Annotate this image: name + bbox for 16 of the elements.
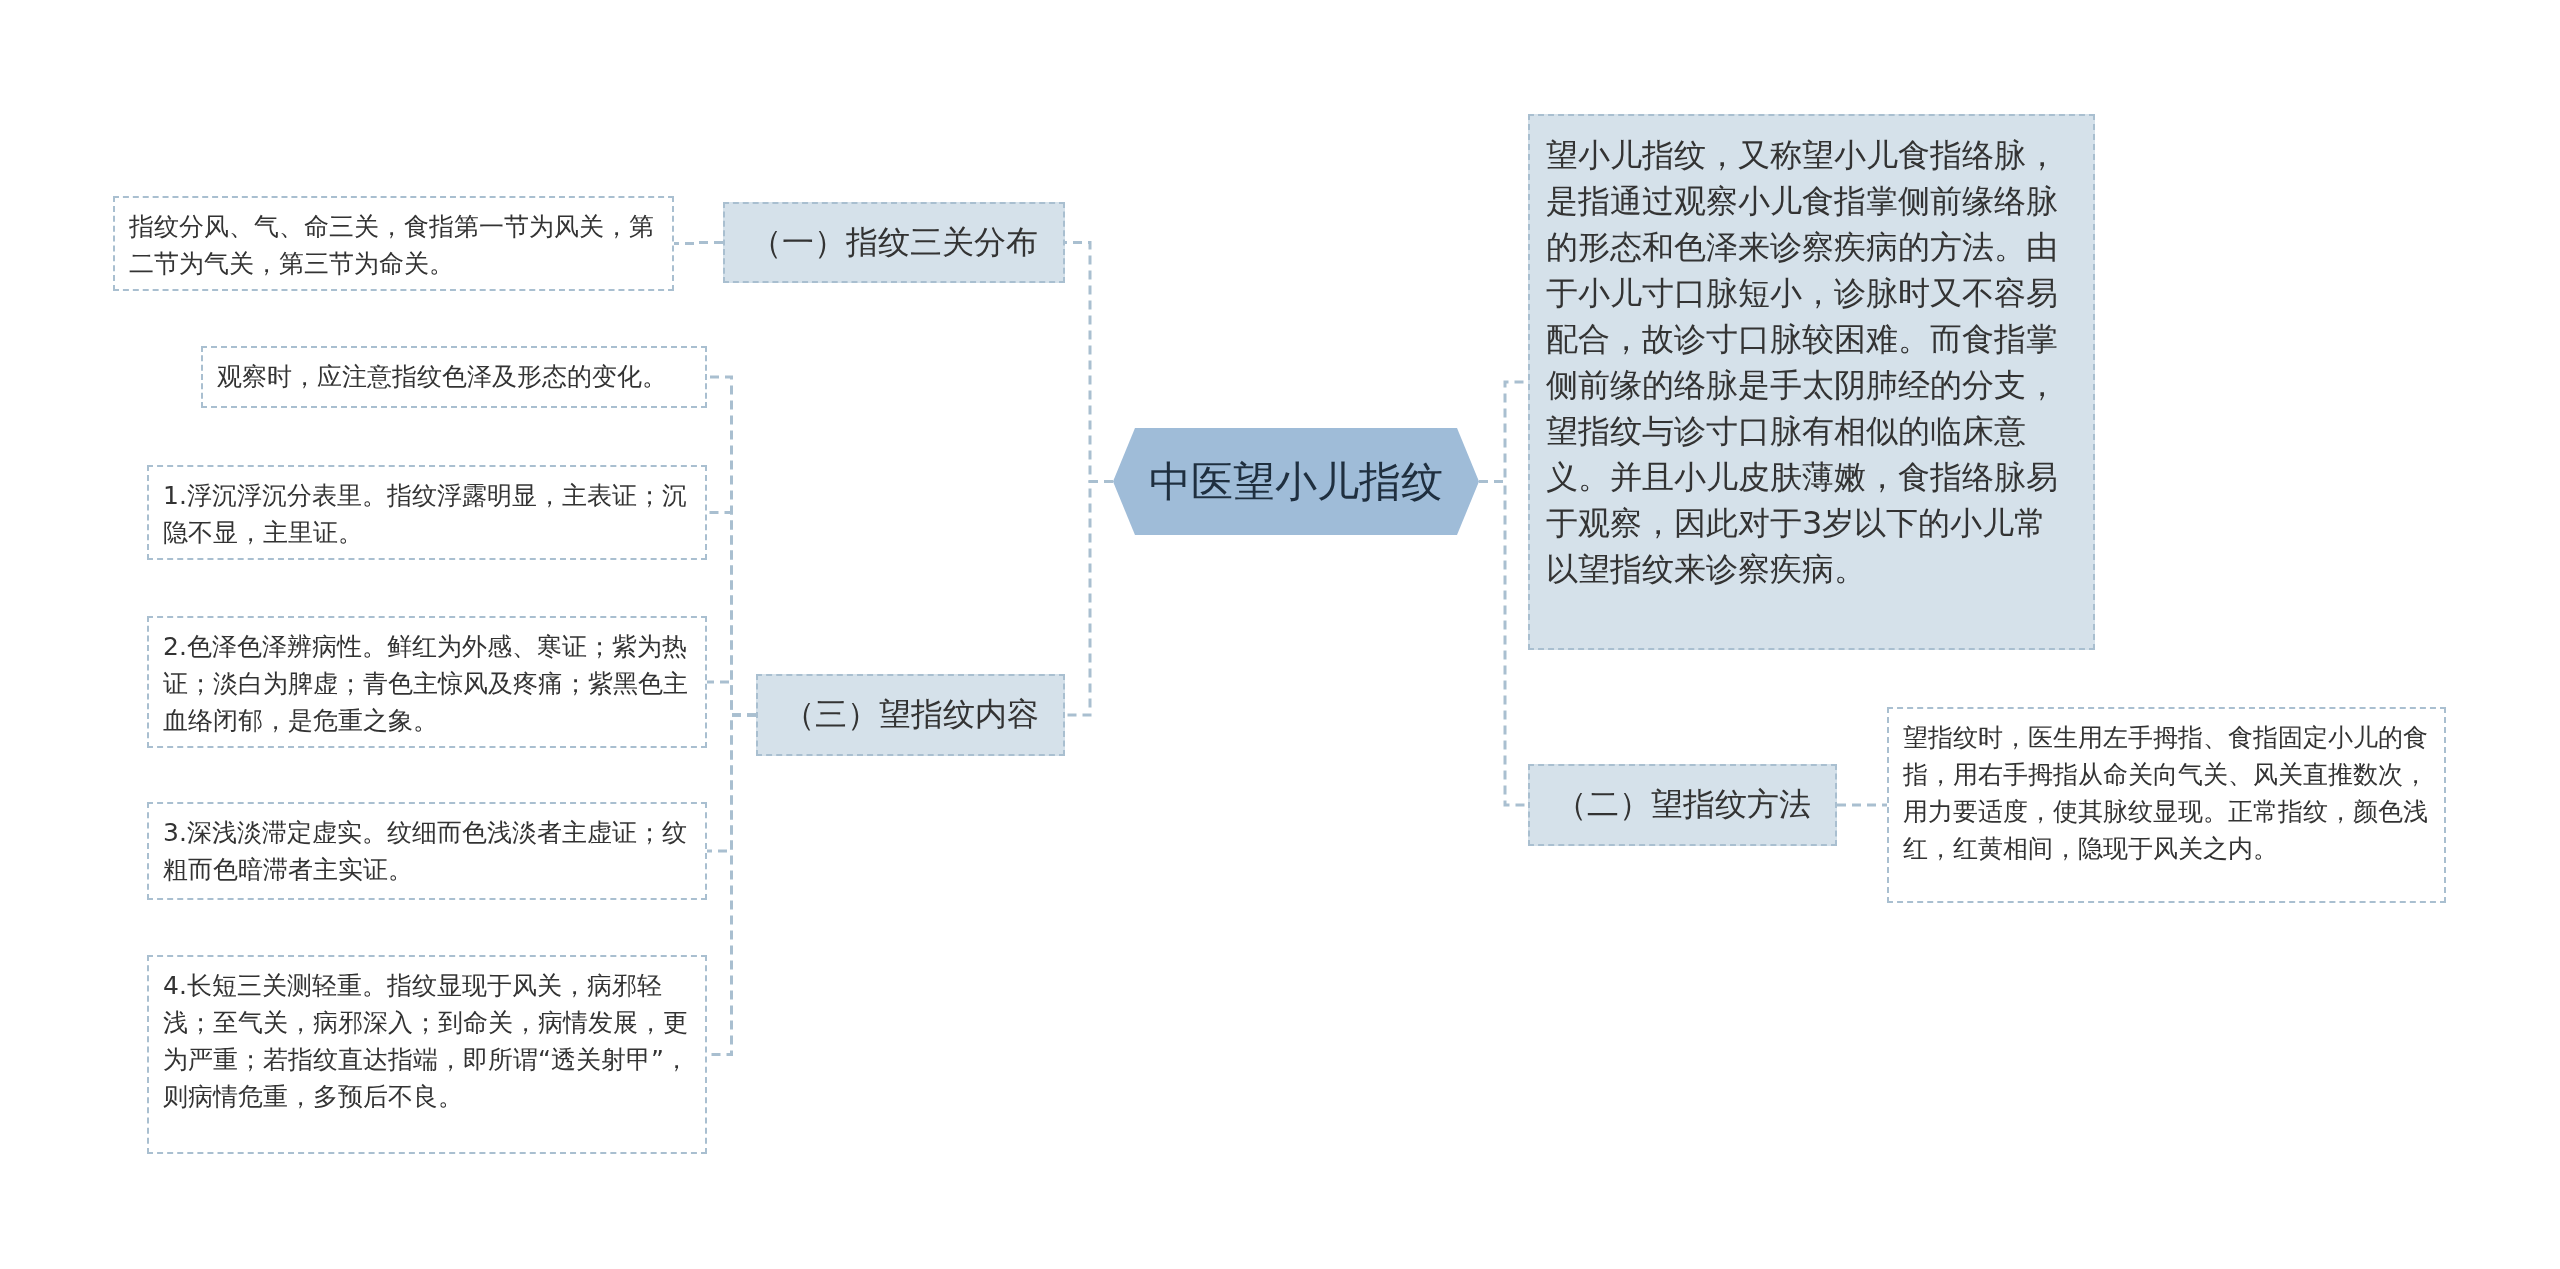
summary-box: 望小儿指纹，又称望小儿食指络脉，是指通过观察小儿食指掌侧前缘络脉的形态和色泽来诊察疾病的方法。由于小儿寸口脉短小，诊脉时又不容易配合，故诊寸口脉较困难。而食指掌侧前缘的络脉是手太阴肺经的分支，望指纹与诊寸口脉有相似的临床意义。并且小儿皮肤薄嫩，食指络脉易于观察，因此对于3岁以下的小儿常以望指纹来诊察疾病。 xyxy=(1528,114,2095,650)
connector xyxy=(1837,803,1887,807)
connector xyxy=(1479,480,1528,807)
note-box: 指纹分风、气、命三关，食指第一节为风关，第二节为气关，第三节为命关。 xyxy=(113,196,674,291)
connector xyxy=(674,241,723,245)
note-box: 观察时，应注意指纹色泽及形态的变化。 xyxy=(201,346,707,408)
topic-box: （二）望指纹方法 xyxy=(1528,764,1837,846)
note-box: 2.色泽色泽辨病性。鲜红为外感、寒证；紫为热证；淡白为脾虚；青色主惊风及疼痛；紫黑色主血络闭郁，是危重之象。 xyxy=(147,616,707,748)
note-box: 1.浮沉浮沉分表里。指纹浮露明显，主表证；沉隐不显，主里证。 xyxy=(147,465,707,560)
note-box: 4.长短三关测轻重。指纹显现于风关，病邪轻浅；至气关，病邪深入；到命关，病情发展，更为严重；若指纹直达指端，即所谓“透关射甲”，则病情危重，多预后不良。 xyxy=(147,955,707,1154)
connector xyxy=(1065,480,1113,717)
central-topic: 中医望小儿指纹 xyxy=(1113,428,1479,535)
note-box: 望指纹时，医生用左手拇指、食指固定小儿的食指，用右手拇指从命关向气关、风关直推数次，用力要适度，使其脉纹显现。正常指纹，颜色浅红，红黄相间，隐现于风关之内。 xyxy=(1887,707,2446,903)
topic-box: （一）指纹三关分布 xyxy=(723,202,1065,283)
topic-box: （三）望指纹内容 xyxy=(756,674,1065,756)
note-box: 3.深浅淡滞定虚实。纹细而色浅淡者主虚证；纹粗而色暗滞者主实证。 xyxy=(147,802,707,900)
